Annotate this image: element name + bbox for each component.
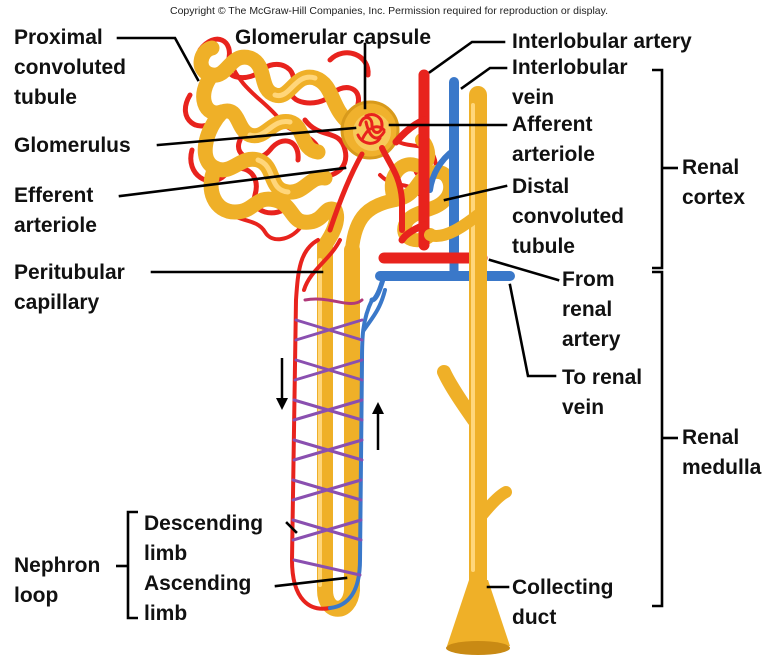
svg-text:vein: vein: [562, 396, 604, 419]
svg-text:capillary: capillary: [14, 291, 100, 314]
flow-down-arrow-icon: [276, 358, 288, 410]
label-renal-medulla: Renal medulla: [682, 426, 762, 479]
label-nephron-loop: Nephron loop: [14, 554, 100, 607]
svg-text:limb: limb: [144, 542, 187, 565]
svg-text:Renal: Renal: [682, 156, 739, 179]
svg-text:arteriole: arteriole: [14, 214, 97, 237]
label-collecting-duct: Collecting duct: [512, 576, 614, 629]
svg-text:loop: loop: [14, 584, 58, 607]
svg-text:arteriole: arteriole: [512, 143, 595, 166]
svg-text:Renal: Renal: [682, 426, 739, 449]
label-interlobular-vein: Interlobular vein: [512, 56, 628, 109]
label-renal-cortex: Renal cortex: [682, 156, 745, 209]
svg-text:limb: limb: [144, 602, 187, 625]
nephron-loop-bracket: [128, 512, 138, 618]
svg-text:convoluted: convoluted: [14, 56, 126, 79]
svg-text:Interlobular: Interlobular: [512, 56, 628, 79]
label-descending-limb: Descending limb: [144, 512, 263, 565]
copyright-notice: Copyright © The McGraw-Hill Companies, I…: [170, 5, 608, 17]
svg-text:duct: duct: [512, 606, 556, 629]
svg-text:medulla: medulla: [682, 456, 762, 479]
label-to-renal-vein: To renal vein: [562, 366, 642, 419]
label-peritubular-capillary: Peritubular capillary: [14, 261, 125, 314]
svg-text:Collecting: Collecting: [512, 576, 614, 599]
svg-text:From: From: [562, 268, 615, 291]
svg-text:Descending: Descending: [144, 512, 263, 535]
label-glomerulus: Glomerulus: [14, 134, 131, 157]
svg-text:tubule: tubule: [512, 235, 575, 258]
svg-text:Distal: Distal: [512, 175, 569, 198]
label-efferent-arteriole: Efferent arteriole: [14, 184, 97, 237]
svg-text:Efferent: Efferent: [14, 184, 93, 207]
svg-text:Proximal: Proximal: [14, 26, 103, 49]
svg-text:Peritubular: Peritubular: [14, 261, 125, 284]
svg-text:tubule: tubule: [14, 86, 77, 109]
label-interlobular-artery: Interlobular artery: [512, 30, 692, 53]
label-glomerular-capsule: Glomerular capsule: [235, 26, 431, 49]
svg-text:To renal: To renal: [562, 366, 642, 389]
renal-medulla-bracket: [652, 272, 662, 606]
flow-up-arrow-icon: [372, 402, 384, 450]
svg-text:convoluted: convoluted: [512, 205, 624, 228]
label-distal-convoluted-tubule: Distal convoluted tubule: [512, 175, 624, 258]
peritubular-capillary-shape: [292, 240, 385, 609]
svg-text:artery: artery: [562, 328, 621, 351]
svg-text:Nephron: Nephron: [14, 554, 100, 577]
label-afferent-arteriole: Afferent arteriole: [512, 113, 595, 166]
label-ascending-limb: Ascending limb: [144, 572, 251, 625]
label-from-renal-artery: From renal artery: [562, 268, 621, 351]
label-proximal-convoluted-tubule: Proximal convoluted tubule: [14, 26, 126, 109]
svg-text:renal: renal: [562, 298, 612, 321]
renal-cortex-bracket: [652, 70, 662, 268]
svg-text:Afferent: Afferent: [512, 113, 593, 136]
svg-text:Ascending: Ascending: [144, 572, 251, 595]
svg-text:vein: vein: [512, 86, 554, 109]
svg-text:cortex: cortex: [682, 186, 745, 209]
